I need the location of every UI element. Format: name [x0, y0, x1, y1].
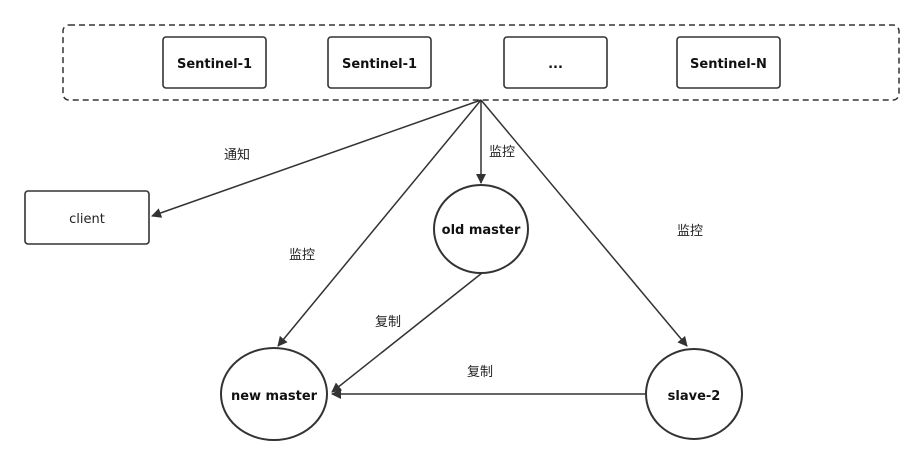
label-replicate-old-new: 复制 [375, 315, 401, 330]
sentinel-box-n-label: Sentinel-N [690, 57, 767, 72]
edge-monitor-new-master [277, 99, 482, 347]
sentinel-box-n[interactable]: Sentinel-N [676, 36, 781, 89]
sentinel-box-1-label: Sentinel-1 [177, 57, 252, 72]
old-master-label: old master [442, 223, 521, 238]
sentinel-box-2-label: Sentinel-1 [342, 57, 417, 72]
sentinel-box-2[interactable]: Sentinel-1 [327, 36, 432, 89]
edge-notify-client [151, 99, 482, 218]
label-notify: 通知 [224, 147, 250, 163]
edge-replicate-old-to-new [331, 272, 483, 393]
sentinel-box-ellipsis[interactable]: ... [503, 36, 608, 89]
slave-2-node[interactable]: slave-2 [645, 348, 743, 440]
edge-monitor-slave-2 [480, 99, 688, 347]
client-label: client [69, 212, 105, 227]
label-monitor-new-master: 监控 [289, 248, 315, 263]
new-master-node[interactable]: new master [220, 347, 328, 441]
new-master-label: new master [231, 389, 318, 404]
label-replicate-slave-new: 复制 [467, 365, 493, 380]
sentinel-box-1[interactable]: Sentinel-1 [162, 36, 267, 89]
sentinel-group-container [62, 24, 900, 101]
label-monitor-slave: 监控 [677, 224, 703, 239]
client-box[interactable]: client [24, 190, 150, 245]
label-monitor-old-master: 监控 [489, 145, 515, 160]
sentinel-box-ellipsis-label: ... [548, 57, 563, 72]
slave-2-label: slave-2 [668, 389, 721, 404]
old-master-node[interactable]: old master [433, 184, 529, 274]
